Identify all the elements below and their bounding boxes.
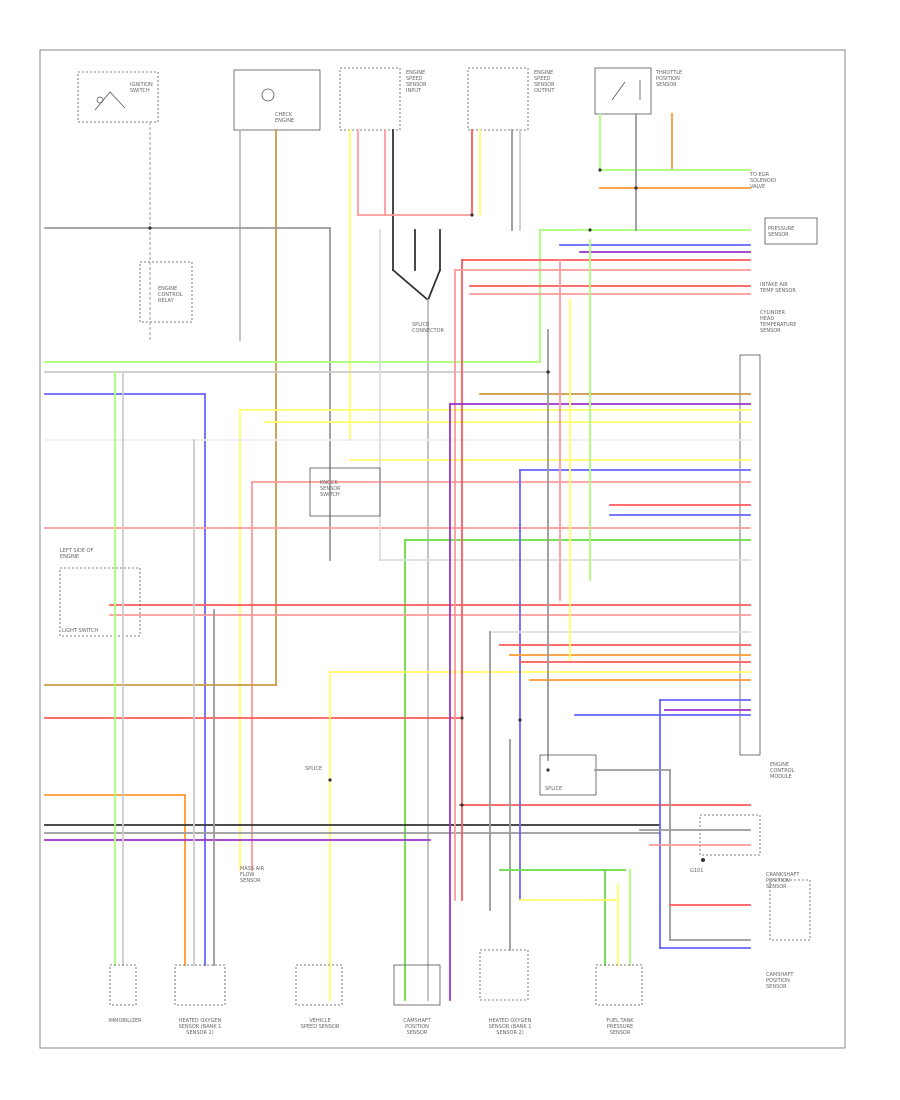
svg-text:PRESSURE: PRESSURE	[607, 1024, 633, 1030]
top-relay: THROTTLE POSITION SENSOR	[594, 67, 682, 115]
ground-distribution: SPLICE CONNECTOR	[357, 214, 473, 1001]
svg-text:SWITCH: SWITCH	[130, 88, 150, 94]
svg-text:CYLINDER: CYLINDER	[760, 310, 785, 316]
svg-text:SENSOR: SENSOR	[766, 984, 787, 990]
svg-text:TO EGR: TO EGR	[749, 172, 770, 178]
svg-text:MASS AIR: MASS AIR	[240, 866, 265, 872]
svg-text:FLOW: FLOW	[240, 872, 254, 878]
svg-text:ENGINE: ENGINE	[534, 70, 553, 76]
mid-sensor-block: SPLICE MASS AIR FLOW SENSOR	[240, 766, 322, 884]
svg-text:HEATED OXYGEN: HEATED OXYGEN	[179, 1018, 222, 1024]
svg-text:SENSOR: SENSOR	[610, 1030, 631, 1036]
camshaft-position-sensor: CAMSHAFT POSITION SENSOR	[766, 879, 811, 990]
svg-text:VALVE: VALVE	[750, 184, 765, 190]
svg-text:SENSOR: SENSOR	[534, 82, 555, 88]
wires-horizontal	[44, 227, 751, 1001]
svg-text:G101: G101	[690, 868, 703, 874]
svg-text:SENSOR 2): SENSOR 2)	[496, 1030, 523, 1036]
top-right-sensor-2: INTAKE AIR TEMP SENSOR TO EGR SOLENOID V…	[749, 172, 796, 294]
top-connector-mid: ENGINE SPEED SENSOR OUTPUT	[467, 67, 555, 131]
svg-text:ENGINE: ENGINE	[275, 118, 294, 124]
svg-text:ENGINE: ENGINE	[60, 554, 79, 560]
svg-text:POSITION: POSITION	[656, 76, 680, 82]
svg-text:SENSOR: SENSOR	[320, 486, 341, 492]
mid-right-splice: SPLICE G101	[539, 754, 751, 941]
svg-text:SPEED: SPEED	[534, 76, 551, 82]
wires-ecm-bundle	[379, 169, 751, 1001]
svg-text:THROTTLE: THROTTLE	[655, 70, 682, 76]
svg-text:POSITION: POSITION	[405, 1024, 429, 1030]
svg-text:SENSOR: SENSOR	[406, 82, 427, 88]
top-connector-left: ENGINE SPEED SENSOR INPUT	[339, 67, 427, 131]
svg-text:CONNECTOR: CONNECTOR	[412, 328, 445, 334]
crankshaft-position-sensor: CRANKSHAFT POSITION SENSOR	[699, 814, 800, 890]
junction-dots	[148, 168, 638, 807]
svg-text:LEFT SIDE OF: LEFT SIDE OF	[60, 548, 94, 554]
svg-text:ENGINE: ENGINE	[158, 286, 177, 292]
svg-text:ENGINE: ENGINE	[770, 762, 789, 768]
svg-text:INTAKE AIR: INTAKE AIR	[760, 282, 788, 288]
svg-text:HEATED OXYGEN: HEATED OXYGEN	[489, 1018, 532, 1024]
bottom-connectors: IMMOBILIZER HEATED OXYGEN SENSOR (BANK 1…	[108, 371, 643, 1036]
diagram-frame	[39, 49, 846, 1049]
svg-text:MODULE: MODULE	[770, 774, 792, 780]
svg-text:SENSOR: SENSOR	[656, 82, 677, 88]
svg-text:TEMPERATURE: TEMPERATURE	[759, 322, 796, 328]
left-switch-block: LEFT SIDE OF ENGINE LIGHT SWITCH	[59, 548, 141, 637]
svg-text:SPEED: SPEED	[406, 76, 423, 82]
svg-text:CHECK: CHECK	[275, 112, 293, 118]
svg-text:SWITCH: SWITCH	[320, 492, 340, 498]
svg-text:SENSOR: SENSOR	[240, 878, 261, 884]
svg-text:SENSOR 1): SENSOR 1)	[186, 1030, 213, 1036]
svg-text:SENSOR: SENSOR	[760, 328, 781, 334]
svg-text:TEMP SENSOR: TEMP SENSOR	[759, 288, 796, 294]
wires-vertical	[149, 113, 673, 686]
svg-text:CRANKSHAFT: CRANKSHAFT	[766, 872, 800, 878]
svg-text:POSITION: POSITION	[766, 878, 790, 884]
svg-text:POSITION: POSITION	[766, 978, 790, 984]
svg-text:SPLICE: SPLICE	[305, 766, 322, 772]
svg-text:SENSOR: SENSOR	[766, 884, 787, 890]
svg-text:FUEL TANK: FUEL TANK	[606, 1018, 634, 1024]
fuse-block: ENGINE CONTROL RELAY	[139, 261, 193, 323]
svg-text:VEHICLE: VEHICLE	[309, 1018, 330, 1024]
svg-text:SOLENOID: SOLENOID	[750, 178, 776, 184]
svg-text:KNOCK: KNOCK	[320, 480, 338, 486]
svg-text:SENSOR: SENSOR	[407, 1030, 428, 1036]
svg-text:RELAY: RELAY	[158, 298, 175, 304]
svg-text:CAMSHAFT: CAMSHAFT	[403, 1018, 431, 1024]
svg-text:HEAD: HEAD	[760, 316, 774, 322]
ignition-switch: IGNITION SWITCH	[77, 71, 159, 123]
svg-text:IGNITION: IGNITION	[130, 82, 153, 88]
svg-text:INPUT: INPUT	[406, 88, 422, 94]
svg-text:LIGHT SWITCH: LIGHT SWITCH	[62, 628, 98, 634]
top-right-sensor-1: PRESSURE SENSOR	[764, 217, 818, 245]
svg-text:SPLICE: SPLICE	[545, 786, 562, 792]
svg-text:PRESSURE: PRESSURE	[768, 226, 794, 232]
svg-text:SPEED SENSOR: SPEED SENSOR	[301, 1024, 340, 1030]
svg-text:ENGINE: ENGINE	[406, 70, 425, 76]
svg-text:SENSOR (BANK 1: SENSOR (BANK 1	[489, 1024, 532, 1030]
svg-text:CAMSHAFT: CAMSHAFT	[766, 972, 794, 978]
svg-text:CONTROL: CONTROL	[770, 768, 795, 774]
engine-control-module: CYLINDER HEAD TEMPERATURE SENSOR ENGINE …	[739, 310, 796, 780]
svg-text:SENSOR (BANK 1: SENSOR (BANK 1	[179, 1024, 222, 1030]
svg-text:OUTPUT: OUTPUT	[534, 88, 555, 94]
knock-relay: KNOCK SENSOR SWITCH	[309, 467, 381, 517]
svg-text:IMMOBILIZER: IMMOBILIZER	[108, 1018, 142, 1024]
svg-text:CONTROL: CONTROL	[158, 292, 183, 298]
combination-meter: CHECK ENGINE	[233, 69, 321, 131]
svg-text:SENSOR: SENSOR	[768, 232, 789, 238]
svg-text:SPLICE: SPLICE	[412, 322, 429, 328]
